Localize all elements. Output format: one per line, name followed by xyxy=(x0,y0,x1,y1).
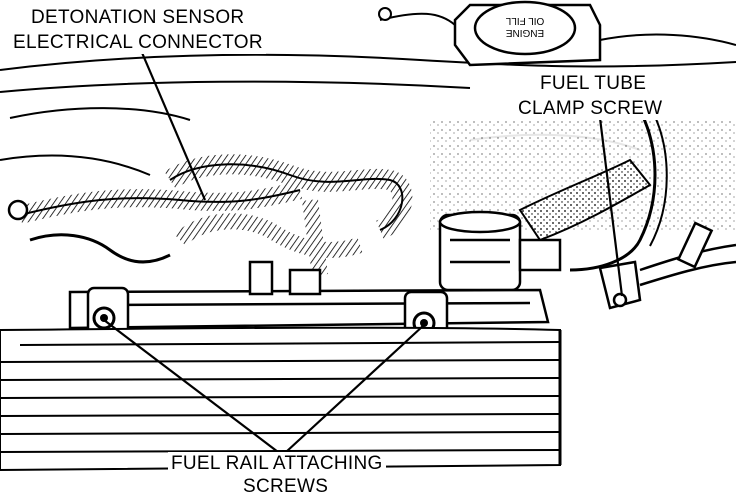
label-fuel-tube-line2: CLAMP SCREW xyxy=(515,97,666,120)
leader-lines xyxy=(103,47,624,453)
label-detonation-sensor-line2: ELECTRICAL CONNECTOR xyxy=(10,31,266,54)
oil-fill-cap: OIL FILL ENGINE xyxy=(378,0,602,67)
cap-text-line2: ENGINE xyxy=(506,27,545,38)
label-fuel-tube-line1: FUEL TUBE xyxy=(537,72,650,95)
label-detonation-sensor-line1: DETONATION SENSOR xyxy=(28,6,248,29)
curved-pipe-right xyxy=(569,109,657,272)
leader-fuel-tube-clamp xyxy=(598,117,624,297)
leader-fuel-rail-left xyxy=(103,319,279,453)
leader-detonation-sensor xyxy=(138,47,207,201)
hose-right xyxy=(518,158,652,242)
fuel-tube-clamp xyxy=(598,221,736,310)
valve-cover xyxy=(0,326,562,472)
wiring-harness xyxy=(7,154,413,277)
leader-fuel-rail-right xyxy=(285,324,425,453)
label-fuel-rail-line1: FUEL RAIL ATTACHING xyxy=(168,452,386,475)
pressure-regulator xyxy=(438,210,562,292)
label-fuel-rail-line2: SCREWS xyxy=(240,475,332,498)
fuel-tube-clamp-screw xyxy=(612,292,628,308)
cap-text-line1: OIL FILL xyxy=(505,15,544,26)
